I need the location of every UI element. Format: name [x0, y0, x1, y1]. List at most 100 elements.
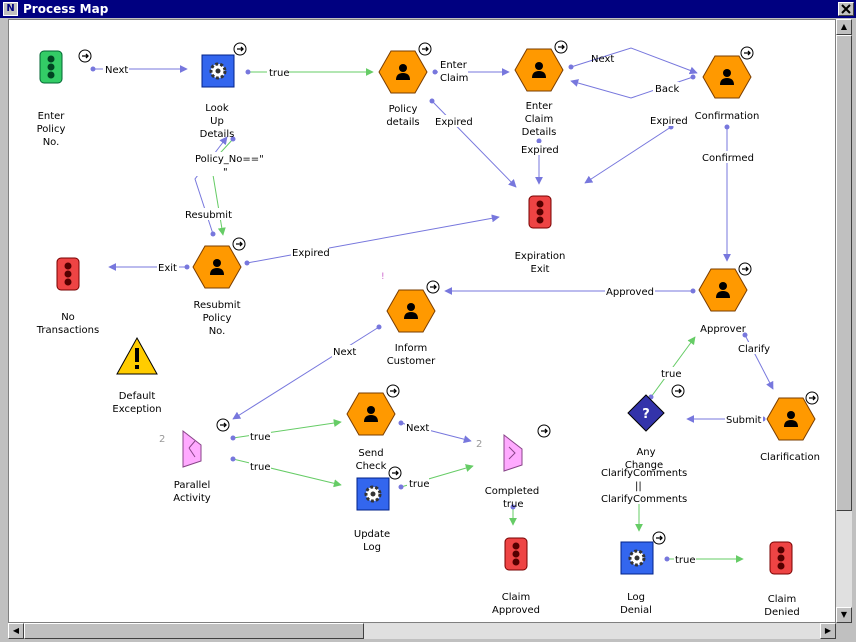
activity-person-icon	[346, 392, 396, 436]
node-enter-policy[interactable]: Enter Policy No.	[37, 49, 92, 148]
node-resubmit-policy[interactable]: Resubmit Policy No.	[192, 237, 246, 337]
completed-count: 2	[476, 439, 482, 450]
go-icon[interactable]	[78, 49, 92, 63]
go-icon[interactable]	[671, 384, 685, 398]
go-icon[interactable]	[805, 391, 819, 405]
node-lookup-details[interactable]: Look Up Details	[200, 42, 247, 140]
edge-label-expired-pd: Expired	[435, 117, 473, 128]
go-icon[interactable]	[740, 46, 754, 60]
node-policy-details[interactable]: Policy details	[378, 42, 432, 128]
edge-label-true: true	[269, 68, 290, 79]
edge-label-exit: Exit	[158, 263, 177, 274]
edge-label-expired-rs: Expired	[292, 248, 330, 259]
node-log-denial[interactable]: Log Denial	[619, 531, 666, 616]
edge-label-back: Back	[655, 84, 679, 95]
go-icon[interactable]	[554, 40, 568, 54]
edge-label-policy-cond: Policy_No=="	[195, 154, 264, 165]
node-approver[interactable]: Approver	[698, 262, 752, 335]
svg-text:Denial: Denial	[620, 605, 652, 616]
node-expiration-exit[interactable]: Expiration Exit	[515, 195, 566, 275]
process-map-canvas[interactable]: Next true Enter Claim Next Back Expired …	[8, 19, 836, 623]
node-confirmation[interactable]: Confirmation	[695, 46, 760, 122]
svg-text:Clarification: Clarification	[760, 452, 820, 463]
scroll-right-button[interactable]: ▶	[820, 623, 836, 639]
window-title: Process Map	[23, 2, 109, 16]
parallel-count: 2	[159, 434, 165, 445]
horizontal-scrollbar[interactable]: ◀ ▶	[8, 623, 836, 639]
edge-label-clarify: Clarify	[738, 344, 770, 355]
edge-label-clarify-cond-3: ClarifyComments	[601, 494, 687, 505]
activity-person-icon	[378, 50, 428, 94]
edge-labels: Next true Enter Claim Next Back Expired …	[103, 54, 771, 566]
edge-label-true-any: true	[661, 369, 682, 380]
node-claim-approved[interactable]: Claim Approved	[492, 537, 540, 616]
node-enter-claim-details[interactable]: Enter Claim Details	[514, 40, 568, 138]
svg-text:Exception: Exception	[112, 404, 161, 415]
subprocess-gear-icon	[355, 476, 391, 512]
title-bar: N Process Map	[0, 0, 856, 18]
traffic-light-start-icon	[39, 50, 63, 84]
edge-label-expired-ec: Expired	[521, 145, 559, 156]
svg-text:Details: Details	[200, 129, 235, 140]
parallel-join-icon	[503, 433, 523, 472]
svg-text:Denied: Denied	[764, 607, 799, 618]
svg-text:Details: Details	[522, 127, 557, 138]
edge-label-claim: Claim	[440, 73, 468, 84]
horizontal-scroll-thumb[interactable]	[24, 623, 364, 639]
go-icon[interactable]	[388, 466, 402, 480]
activity-person-icon	[386, 289, 436, 333]
go-icon[interactable]	[652, 531, 666, 545]
edge-label-resubmit: Resubmit	[185, 210, 232, 221]
vertical-scroll-thumb[interactable]	[836, 35, 852, 511]
node-completed[interactable]: 2 Completed	[476, 424, 551, 497]
node-label: Enter	[38, 111, 66, 122]
node-parallel-activity[interactable]: 2 Parallel Activity	[159, 418, 230, 504]
node-any-change[interactable]: ? Any Change	[625, 384, 685, 471]
svg-text:Completed: Completed	[485, 486, 540, 497]
svg-text:No: No	[61, 312, 75, 323]
node-inform-customer[interactable]: ! Inform Customer	[381, 272, 440, 367]
close-button[interactable]	[838, 2, 854, 16]
svg-text:?: ?	[642, 407, 650, 422]
go-icon[interactable]	[216, 418, 230, 432]
node-claim-denied[interactable]: Claim Denied	[764, 541, 800, 618]
go-icon[interactable]	[233, 42, 247, 56]
node-no-transactions[interactable]: No Transactions	[36, 257, 99, 336]
scroll-down-button[interactable]: ▼	[836, 607, 852, 623]
node-clarification[interactable]: Clarification	[760, 391, 820, 463]
edge-label-submit: Submit	[726, 415, 762, 426]
scroll-up-button[interactable]: ▲	[836, 19, 852, 35]
go-icon[interactable]	[232, 237, 246, 251]
svg-text:No.: No.	[43, 137, 60, 148]
process-diagram: Next true Enter Claim Next Back Expired …	[36, 40, 820, 618]
svg-text:Log: Log	[363, 542, 381, 553]
vertical-scrollbar[interactable]: ▲ ▼	[836, 19, 852, 623]
svg-text:Approved: Approved	[492, 605, 540, 616]
node-send-check[interactable]: Send Check	[346, 384, 400, 472]
svg-text:Resubmit: Resubmit	[194, 300, 241, 311]
edge-label-true-send: true	[250, 432, 271, 443]
parallel-split-icon	[182, 429, 202, 468]
svg-text:Activity: Activity	[173, 493, 210, 504]
node-update-log[interactable]: Update Log	[354, 466, 402, 553]
edge-expired-rs	[246, 214, 500, 264]
edge-label-confirmed: Confirmed	[702, 153, 754, 164]
edge-label-true-update: true	[409, 479, 430, 490]
scroll-corner	[836, 623, 852, 639]
svg-text:Transactions: Transactions	[36, 325, 99, 336]
svg-text:Log: Log	[627, 592, 645, 603]
go-icon[interactable]	[537, 424, 551, 438]
node-default-exception[interactable]: Default Exception	[112, 336, 162, 415]
go-icon[interactable]	[386, 384, 400, 398]
svg-text:Policy: Policy	[203, 313, 232, 324]
inform-mark: !	[381, 272, 385, 282]
svg-text:Approver: Approver	[700, 324, 747, 335]
svg-text:Customer: Customer	[387, 356, 436, 367]
scroll-left-button[interactable]: ◀	[8, 623, 24, 639]
go-icon[interactable]	[418, 42, 432, 56]
svg-text:Change: Change	[625, 460, 663, 471]
traffic-light-stop-icon	[769, 541, 793, 575]
edge-label-clarify-cond-1: ClarifyComments	[601, 468, 687, 479]
go-icon[interactable]	[426, 280, 440, 294]
go-icon[interactable]	[738, 262, 752, 276]
